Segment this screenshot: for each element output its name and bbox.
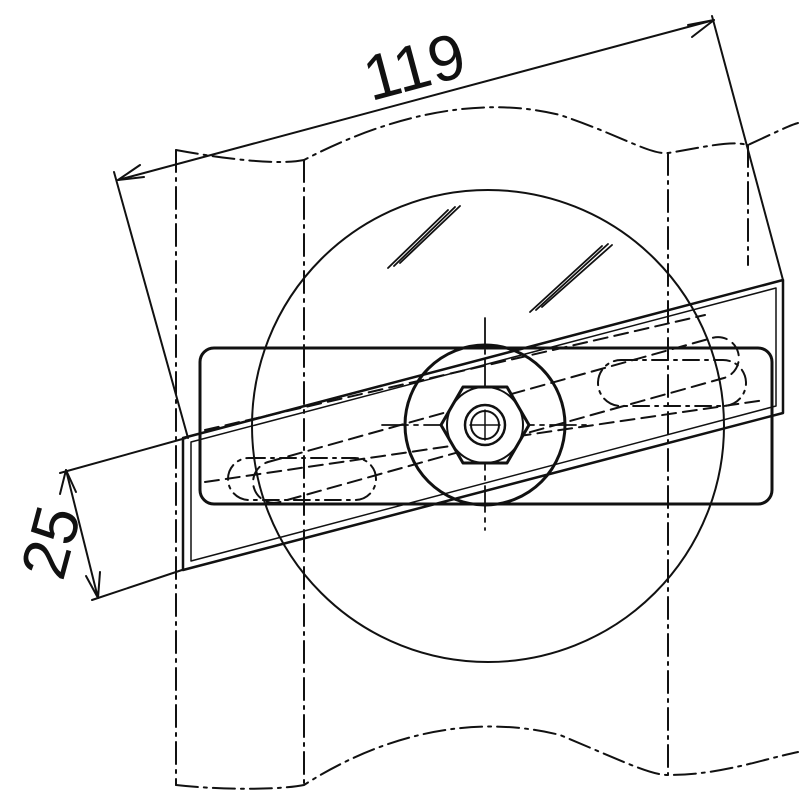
tilted-clamp-plate (181, 278, 785, 572)
slots (227, 359, 747, 501)
dimension-119-label: 119 (356, 19, 473, 115)
profile-outline (175, 106, 799, 790)
glass-hatch (387, 205, 613, 313)
bolt-outer (463, 403, 507, 447)
dimension-25-label: 25 (7, 499, 95, 586)
dimension-119 (113, 15, 784, 439)
right-slot (597, 359, 747, 407)
nut-inner-circle (446, 386, 524, 464)
left-slot (227, 457, 377, 501)
dimension-25 (59, 437, 187, 601)
